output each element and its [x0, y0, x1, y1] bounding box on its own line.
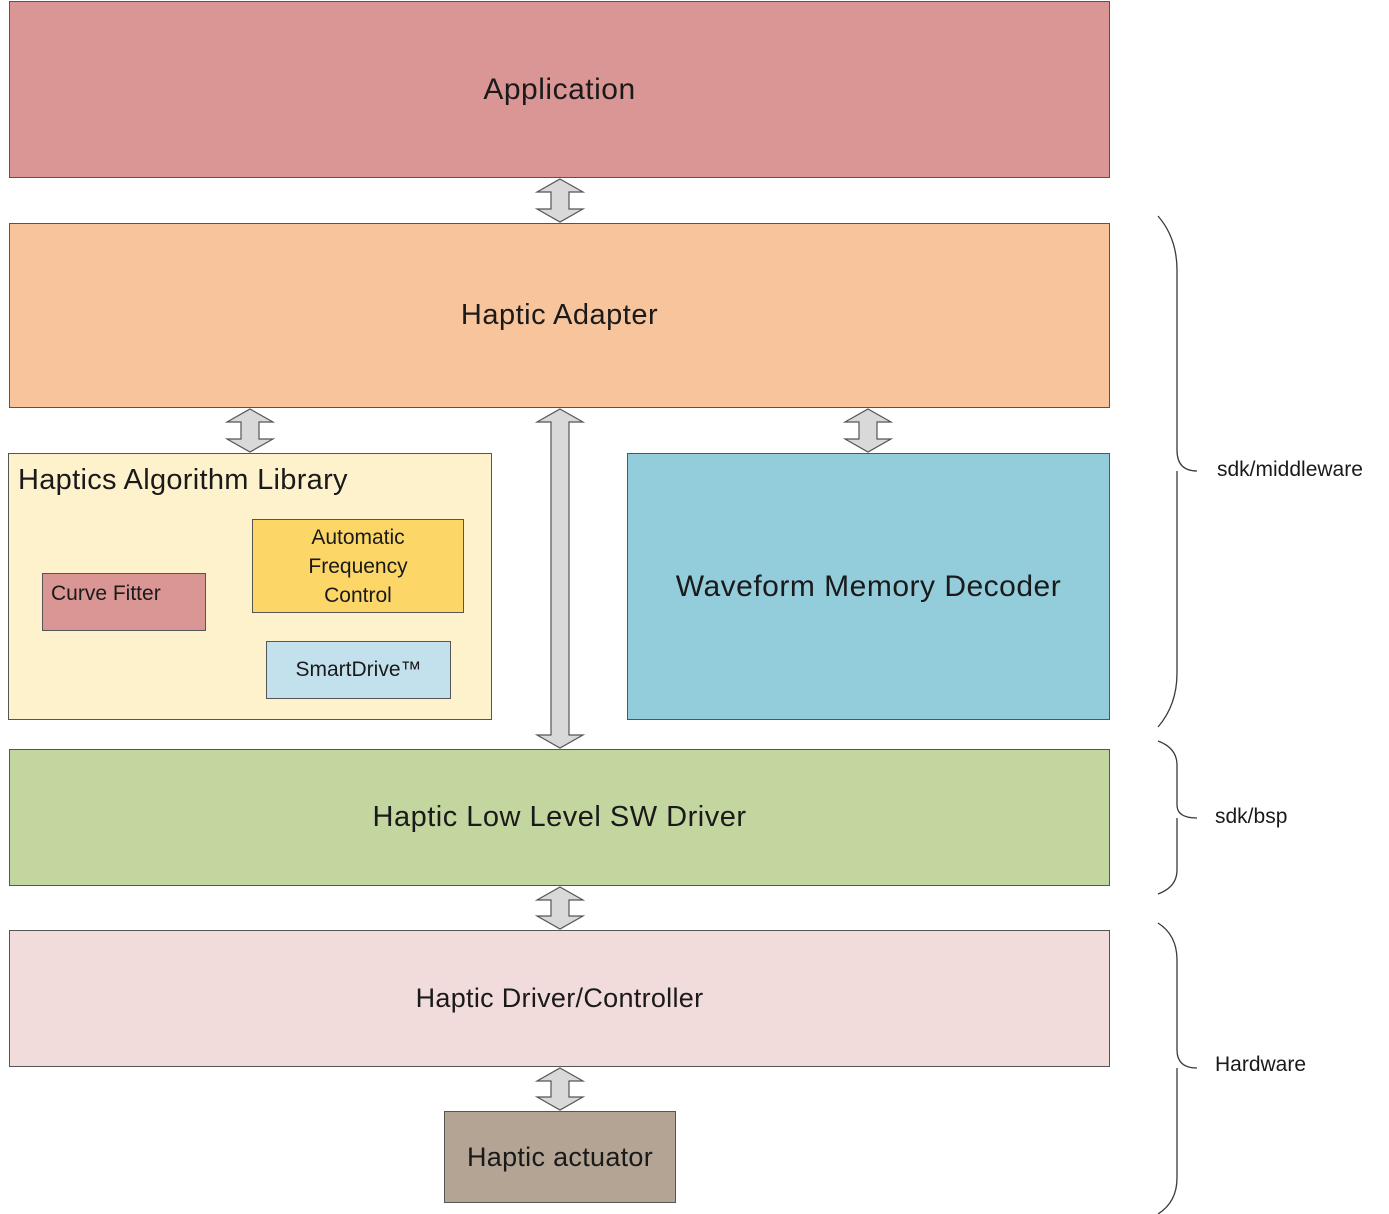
- waveform-memory-decoder-label: Waveform Memory Decoder: [675, 569, 1062, 603]
- haptic-low-level-sw-driver-block: Haptic Low Level SW Driver: [9, 749, 1110, 886]
- application-block: Application: [9, 1, 1110, 178]
- curve-fitter-block: Curve Fitter: [42, 573, 206, 631]
- haptics-algorithm-library-label: Haptics Algorithm Library: [18, 464, 348, 496]
- layer-label-middleware: sdk/middleware: [1217, 458, 1363, 481]
- arrow-controller-actuator: [534, 1067, 586, 1111]
- brace-middleware: [1157, 215, 1198, 728]
- arrow-application-adapter: [534, 178, 586, 223]
- arrow-adapter-library: [224, 408, 276, 453]
- arrow-lowlevel-controller: [534, 886, 586, 930]
- arrow-adapter-lowlevel: [534, 408, 586, 749]
- application-label: Application: [483, 72, 636, 106]
- waveform-memory-decoder-block: Waveform Memory Decoder: [627, 453, 1110, 720]
- haptic-driver-controller-label: Haptic Driver/Controller: [415, 983, 704, 1013]
- layer-label-hardware: Hardware: [1215, 1053, 1307, 1076]
- automatic-frequency-control-label: Automatic Frequency Control: [308, 525, 408, 607]
- brace-hardware: [1157, 922, 1198, 1214]
- brace-bsp: [1157, 740, 1198, 895]
- haptic-actuator-block: Haptic actuator: [444, 1111, 676, 1203]
- automatic-frequency-control-block: Automatic Frequency Control: [252, 519, 464, 613]
- haptic-actuator-label: Haptic actuator: [466, 1141, 654, 1172]
- haptic-driver-controller-block: Haptic Driver/Controller: [9, 930, 1110, 1067]
- haptic-low-level-sw-driver-label: Haptic Low Level SW Driver: [372, 801, 747, 833]
- haptic-adapter-label: Haptic Adapter: [460, 299, 659, 331]
- arrow-adapter-decoder: [842, 408, 894, 453]
- haptic-adapter-block: Haptic Adapter: [9, 223, 1110, 408]
- curve-fitter-label: Curve Fitter: [51, 582, 161, 605]
- smartdrive-label: SmartDrive™: [295, 658, 422, 681]
- smartdrive-block: SmartDrive™: [266, 641, 451, 699]
- layer-label-bsp: sdk/bsp: [1215, 805, 1288, 828]
